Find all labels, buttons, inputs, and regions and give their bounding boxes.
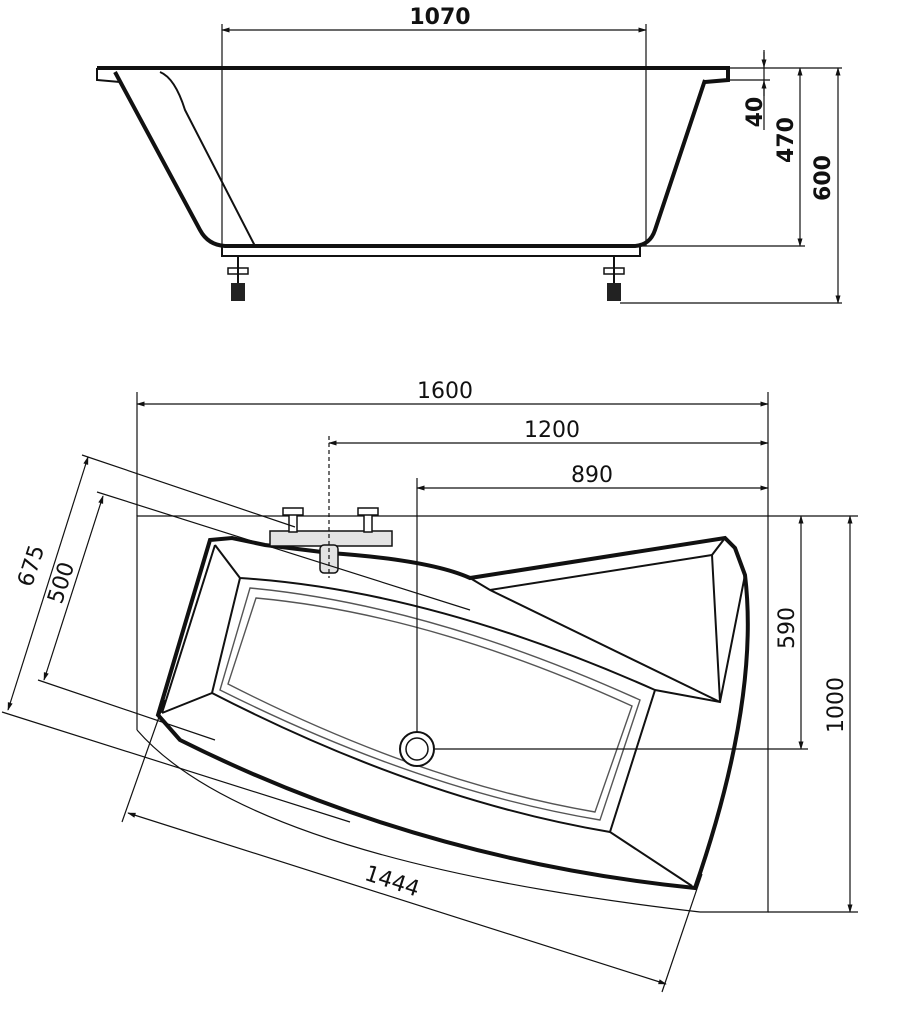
left-foot [227,256,249,301]
dim-rim-height: 40 [743,97,768,128]
dim-slant-width-inner: 500 [43,559,80,607]
mixer-tap [269,507,393,574]
tub-inner-rim [214,544,693,887]
dim-width-to-drain: 590 [775,607,800,649]
top-view: 1600 1200 890 590 1000 675 500 1 [1,379,858,993]
dim-length-to-mixer: 1200 [524,418,580,443]
tub-shell [113,71,707,248]
side-view: 1070 40 470 600 [96,5,842,304]
dim-overall-length: 1600 [417,379,473,404]
dim-depth: 470 [774,117,799,163]
dim-total-height: 600 [811,155,836,201]
right-foot [603,256,625,301]
installation-outline [136,515,769,913]
dim-slant-length: 1444 [362,861,423,902]
dim-overall-width: 1000 [824,677,849,733]
dim-slant-width-outer: 675 [13,542,50,590]
dim-length-to-drain: 890 [571,463,613,488]
tub-outer-shell [155,535,750,891]
dim-inner-length: 1070 [409,5,470,30]
tub-rim [97,66,730,84]
drain [399,731,435,767]
tub-base [221,246,641,257]
